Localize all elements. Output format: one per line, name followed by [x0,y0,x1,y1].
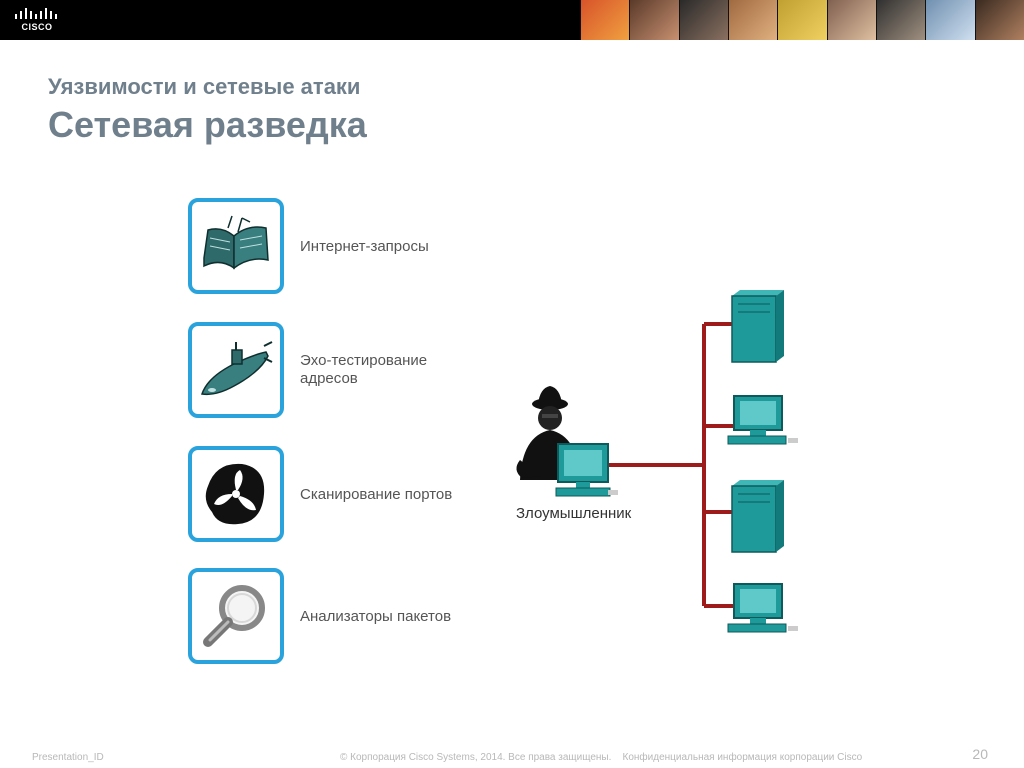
slide-title: Сетевая разведка [48,104,367,145]
packet-sniffer-icon-box [188,568,284,664]
top-banner: CISCO [0,0,1024,40]
slide-subtitle: Уязвимости и сетевые атаки [48,74,361,99]
photo-tile [678,0,728,40]
photo-tile [629,0,679,40]
magnifier-icon [203,585,265,647]
page-number: 20 [972,746,988,762]
internet-queries-icon-box [188,198,284,294]
workstation-icon [727,395,798,445]
photo-tile [875,0,926,40]
attacker-label: Злоумышленник [516,505,632,522]
attacker-computer-icon [555,443,618,497]
item-label-packet-sniffer: Анализаторы пакетов [300,608,452,625]
photo-tile [925,0,975,40]
item-label-internet-queries: Интернет-запросы [300,238,429,255]
copyright-notice: © Корпорация Cisco Systems, 2014. Все пр… [340,752,863,763]
book-icon [203,215,269,270]
item-label-ping-sweep: Эхо-тестирование адресов [300,352,428,387]
logo-wordmark: CISCO [21,22,53,32]
photo-tile [727,0,778,40]
workstation-icon [727,583,798,633]
port-scan-icon-box [188,446,284,542]
network-diagram [516,290,798,633]
cisco-bridge-icon [15,8,57,19]
server-icon [731,480,784,553]
fan-icon [205,463,265,525]
ping-sweep-icon-box [188,322,284,418]
submarine-icon [201,341,273,396]
item-label-port-scan: Сканирование портов [300,486,453,503]
photo-tile [777,0,827,40]
photo-tile [974,0,1024,40]
photo-strip [580,0,1024,40]
network-links [606,322,734,608]
cisco-logo: CISCO [12,6,62,34]
photo-tile [580,0,630,40]
hacker-icon [516,386,580,480]
presentation-id: Presentation_ID [32,752,104,763]
photo-tile [826,0,876,40]
server-icon [731,290,784,363]
